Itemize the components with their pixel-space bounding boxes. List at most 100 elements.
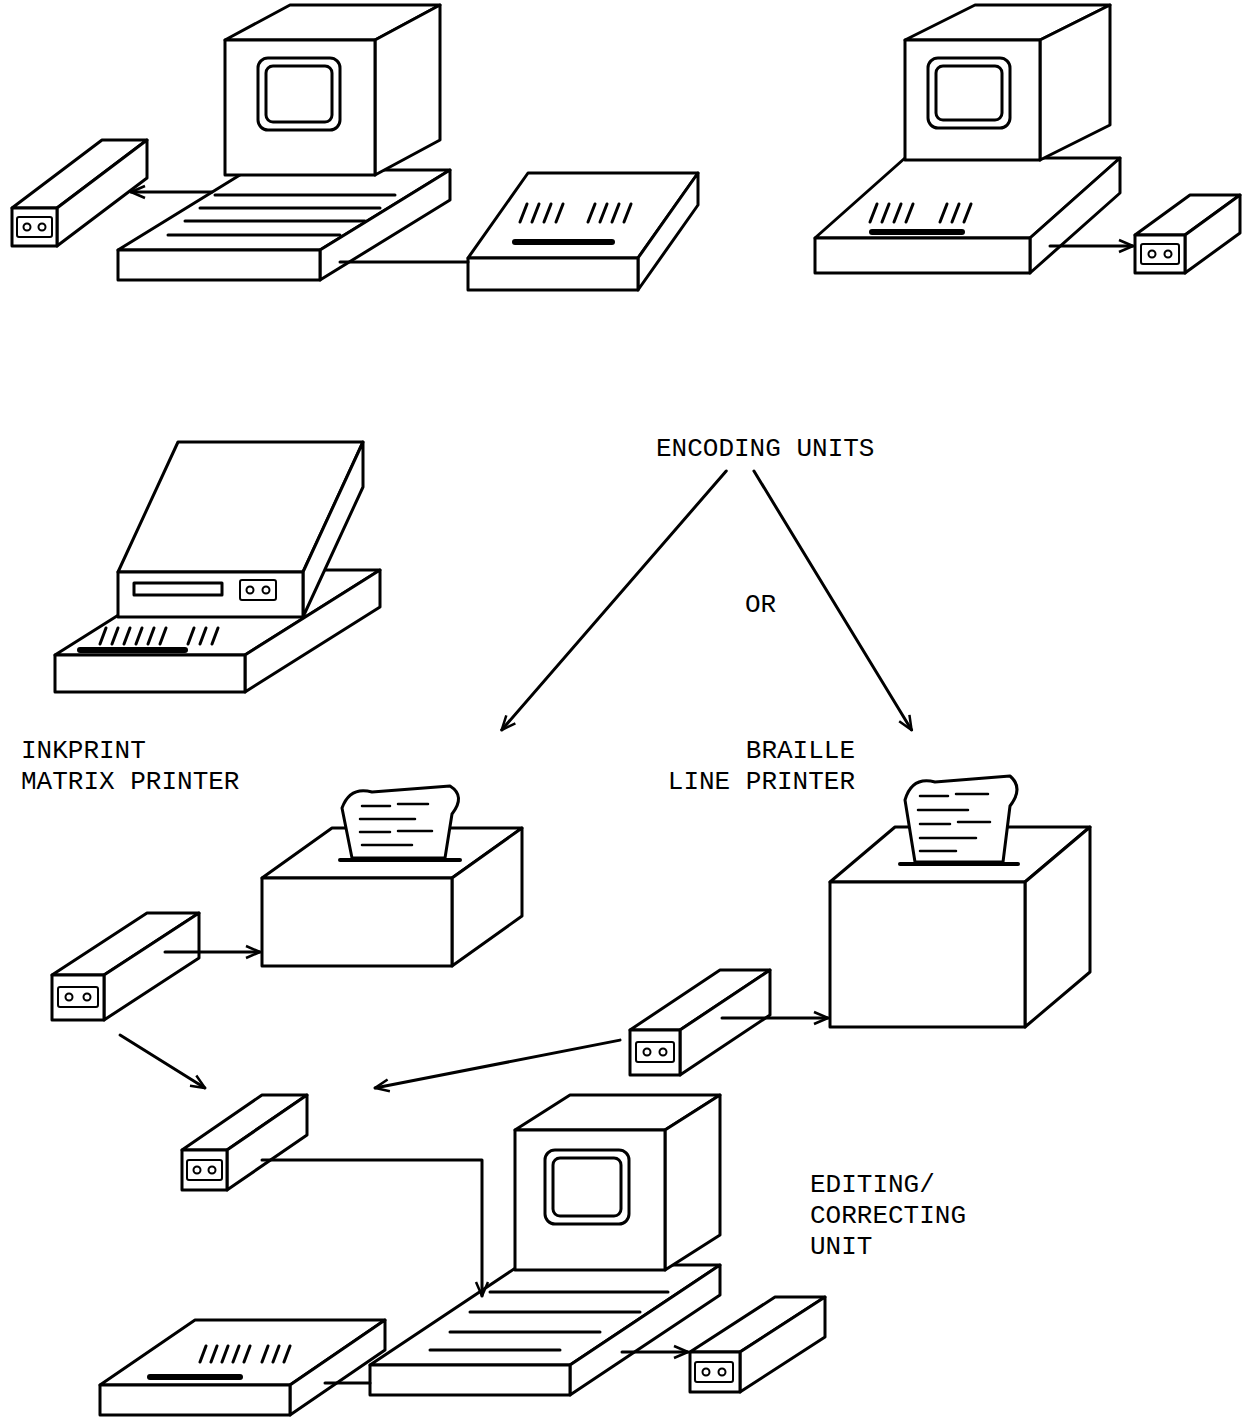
- printer-group: BRAILLE LINE PRINTER: [620, 730, 1098, 1080]
- integrated-encoder: [240, 580, 276, 600]
- cassette-drive: [644, 1049, 651, 1056]
- cassette-drive: [84, 994, 91, 1001]
- data-arrow: [722, 1017, 828, 1020]
- integrated-encoder: [55, 655, 245, 692]
- cable: [325, 1382, 370, 1385]
- flow-arrow: [120, 1035, 205, 1088]
- keyboard: [638, 173, 698, 290]
- cassette-drive: [740, 1297, 825, 1392]
- braille-printer: [900, 862, 1018, 866]
- integrated-encoder: [247, 587, 254, 594]
- cassette-drive: [636, 1042, 674, 1062]
- monitor: [266, 66, 332, 122]
- monitor: [225, 40, 375, 175]
- integrated-encoder: [303, 442, 363, 617]
- computer-base: [1030, 158, 1120, 273]
- cable: [340, 261, 468, 264]
- matrix-printer: [340, 858, 460, 862]
- cassette-drive: [1165, 251, 1172, 258]
- data-arrow: [1050, 245, 1133, 248]
- cassette-drive: [194, 1167, 201, 1174]
- cassette-drive: [39, 224, 46, 231]
- workstation-group: EDITING/ CORRECTING UNIT: [100, 1088, 990, 1422]
- cassette-drive: [680, 970, 770, 1075]
- cassette-drive: [12, 208, 57, 246]
- integrated-encoder: [100, 628, 218, 644]
- monitor: [1040, 5, 1110, 160]
- cassette-drive: [227, 1095, 307, 1190]
- keyboard: [100, 1320, 385, 1415]
- cassette-drive: [182, 1095, 307, 1190]
- cassette-drive: [209, 1167, 216, 1174]
- braille-printer: [905, 776, 1017, 862]
- computer-base: [815, 238, 1030, 273]
- keyboard: [520, 204, 631, 222]
- integrated-encoder: [55, 442, 380, 692]
- cassette-drive: [719, 1369, 726, 1376]
- monitor: [665, 1095, 720, 1270]
- data-arrow: [165, 951, 260, 954]
- cassette-drive: [660, 1049, 667, 1056]
- computer-base: [168, 195, 395, 235]
- cassette-drive: [52, 913, 199, 1020]
- computer-base: [370, 1365, 570, 1395]
- cassette-drive: [690, 1297, 825, 1392]
- matrix-printer: [360, 804, 432, 845]
- cassette-drive: [703, 1369, 710, 1376]
- unit-label: ENCODING UNITS: [656, 434, 887, 465]
- matrix-printer: [262, 878, 452, 966]
- label-holder: OR: [745, 590, 776, 621]
- cassette-drive: [12, 140, 147, 246]
- integrated-encoder: [134, 583, 222, 595]
- keyboard: [100, 1385, 290, 1415]
- braille-printer: [830, 776, 1090, 1027]
- connector-word: OR: [745, 590, 776, 621]
- cassette-drive: [1149, 251, 1156, 258]
- flow-arrow: [502, 471, 727, 730]
- monitor: [928, 58, 1010, 128]
- unit-label: INKPRINT MATRIX PRINTER: [21, 736, 247, 798]
- cassette-drive: [66, 994, 73, 1001]
- caption-node: ENCODING UNITS: [650, 430, 881, 471]
- matrix-printer: [262, 786, 522, 966]
- cassette-drive: [104, 913, 199, 1020]
- cassette-drive: [1135, 235, 1185, 273]
- braille-printer: [1025, 827, 1090, 1027]
- cassette-drive: [58, 987, 98, 1007]
- cassette-drive: [187, 1160, 222, 1180]
- keyboard: [468, 258, 638, 290]
- monitor: [905, 5, 1110, 160]
- integrated-encoder: [263, 587, 270, 594]
- monitor: [936, 66, 1002, 120]
- cassette-drive: [52, 975, 104, 1020]
- monitor: [515, 1130, 665, 1270]
- monitor: [905, 40, 1040, 160]
- cassette-drive: [1135, 195, 1240, 273]
- keyboard: [150, 1374, 240, 1380]
- flow-arrow: [754, 471, 912, 730]
- integrated-encoder: [80, 647, 185, 653]
- keyboard: [515, 239, 612, 245]
- cassette-drive: [182, 1150, 227, 1190]
- monitor: [258, 58, 340, 130]
- unit-label: BRAILLE LINE PRINTER: [660, 736, 855, 798]
- cassette-drive: [630, 1030, 680, 1075]
- unit-label: EDITING/ CORRECTING UNIT: [810, 1170, 974, 1263]
- printer-group: INKPRINT MATRIX PRINTER: [15, 730, 530, 1035]
- computer-base: [872, 229, 962, 235]
- monitor: [553, 1158, 621, 1216]
- data-arrow: [622, 1351, 688, 1354]
- matrix-printer: [342, 786, 459, 858]
- flow-arrow: [375, 1040, 620, 1088]
- data-arrow: [131, 191, 212, 194]
- cassette-drive: [1185, 195, 1240, 273]
- computer-base: [815, 158, 1120, 273]
- braille-printer: [918, 794, 990, 851]
- monitor: [225, 5, 440, 175]
- cassette-drive: [690, 1352, 740, 1392]
- keyboard: [290, 1320, 385, 1415]
- computer-base: [430, 1292, 668, 1350]
